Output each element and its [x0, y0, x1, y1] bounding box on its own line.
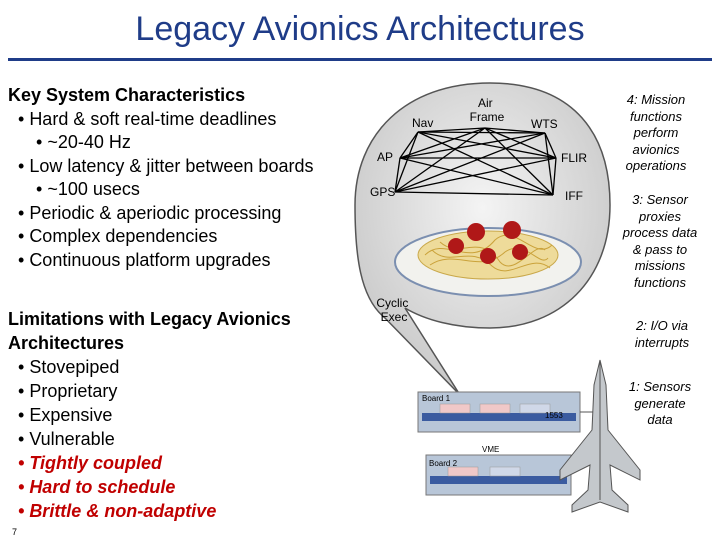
bus-1553-label: 1553 [545, 411, 563, 420]
limitations-section: Limitations with Legacy Avionics Archite… [8, 307, 358, 523]
characteristic-subitem: ~100 usecs [8, 178, 358, 202]
spaghetti-plate-image [394, 221, 582, 297]
annotation-line: 4: Mission [626, 92, 686, 107]
annotation-line: & pass to [632, 241, 688, 257]
characteristics-section: Key System Characteristics Hard & soft r… [8, 84, 358, 272]
annotation-line: perform [633, 125, 679, 140]
cyclic-exec-line: Cyclic [376, 296, 408, 310]
annotation-line: functions [633, 274, 687, 290]
annotation-line: data [647, 412, 673, 427]
annotation-line: 2: I/O via [635, 318, 689, 333]
node-connections [394, 127, 557, 196]
characteristic-item: Continuous platform upgrades [8, 249, 358, 273]
board-1-label: Board 1 [422, 394, 451, 403]
node-ap-label: AP [377, 150, 393, 164]
limitation-item: Stovepiped [8, 355, 358, 379]
board-1: Board 1 [417, 391, 581, 433]
annotation-line: generate [634, 395, 686, 411]
limitation-item: Expensive [8, 403, 358, 427]
annotation-2: 2: I/O via interrupts [610, 318, 714, 351]
annotation-line: avionics [632, 141, 680, 157]
cyclic-exec-line: Exec [381, 310, 408, 324]
node-air-frame-line: Air [478, 96, 493, 110]
fighter-jet-image [559, 359, 641, 513]
annotation-line: process data [622, 225, 698, 240]
page-number: 7 [12, 527, 18, 537]
annotation-line: 1: Sensors [628, 379, 692, 394]
cyclic-exec-label: Cyclic Exec [376, 296, 411, 324]
node-gps-label: GPS [370, 185, 395, 199]
annotation-3: 3: Sensor proxies process data & pass to… [604, 192, 716, 291]
vme-label: VME [482, 445, 499, 454]
node-nav-label: Nav [412, 116, 433, 130]
characteristic-item: Low latency & jitter between boards [8, 155, 358, 179]
limitation-item-emphasis: Tightly coupled [8, 451, 358, 475]
limitation-item: Proprietary [8, 379, 358, 403]
annotation-line: 3: Sensor [632, 192, 688, 207]
annotation-line: proxies [639, 208, 681, 224]
characteristic-item: Complex dependencies [8, 225, 358, 249]
slide-title: Legacy Avionics Architectures [135, 10, 585, 48]
node-air-frame-line: Frame [470, 110, 505, 124]
characteristic-subitem: ~20-40 Hz [8, 131, 358, 155]
title-divider [8, 58, 712, 61]
node-wts-label: WTS [531, 117, 558, 131]
annotation-line: functions [629, 108, 683, 124]
annotation-line: missions [634, 258, 686, 273]
annotation-line: operations [625, 158, 687, 173]
characteristic-item: Hard & soft real-time deadlines [8, 108, 358, 132]
node-flir-label: FLIR [561, 151, 587, 165]
annotation-4: 4: Mission functions perform avionics op… [600, 92, 712, 175]
node-air-frame-label: Air Frame [470, 96, 505, 124]
limitation-item-emphasis: Hard to schedule [8, 475, 358, 499]
characteristic-item: Periodic & aperiodic processing [8, 202, 358, 226]
limitations-heading: Limitations with Legacy Avionics Archite… [8, 309, 291, 353]
limitation-item: Vulnerable [8, 427, 358, 451]
limitation-item-emphasis: Brittle & non-adaptive [8, 499, 358, 523]
annotation-line: interrupts [634, 334, 690, 350]
annotation-1: 1: Sensors generate data [604, 379, 716, 429]
board-2-label: Board 2 [429, 459, 458, 468]
node-iff-label: IFF [565, 189, 583, 203]
board-2: Board 2 [425, 454, 572, 496]
characteristics-heading: Key System Characteristics [8, 85, 246, 105]
